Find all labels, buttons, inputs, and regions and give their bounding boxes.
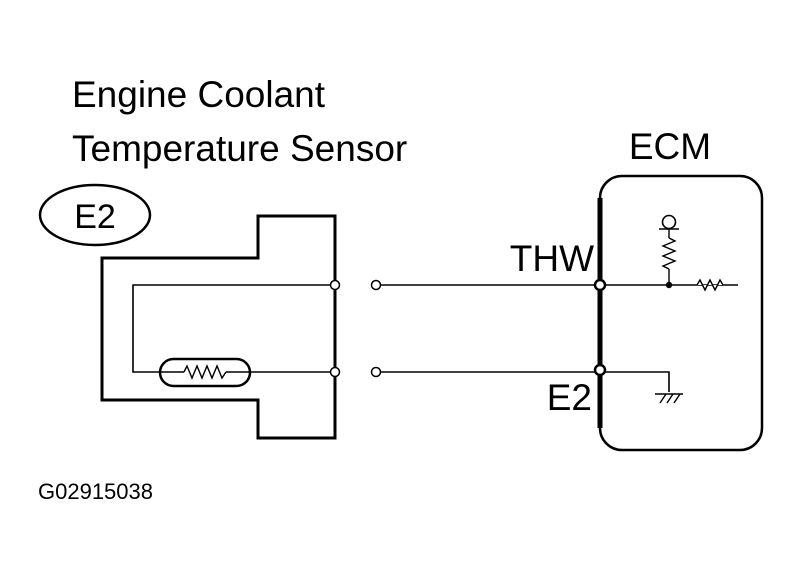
terminal-e2-label: E2 — [547, 377, 592, 418]
sensor-terminal-e2 — [329, 366, 341, 378]
ecm-terminal-thw — [593, 278, 607, 292]
sensor-body — [100, 214, 337, 440]
ecm-box — [598, 174, 764, 452]
sensor-title-line1: Engine Coolant — [72, 74, 326, 115]
ecm-terminal-e2 — [593, 363, 607, 377]
thermistor-resistor-icon — [183, 364, 227, 380]
ecm-label: ECM — [629, 126, 711, 167]
connector-code-label: E2 — [74, 198, 116, 236]
terminal-thw-label: THW — [510, 238, 594, 279]
ground-icon — [655, 393, 683, 404]
connector-code-badge — [38, 183, 152, 247]
harness-terminal-e2 — [370, 366, 382, 378]
supply-voltage-icon — [661, 214, 677, 230]
pullup-resistor-icon — [661, 237, 677, 270]
harness-terminal-thw — [370, 279, 382, 291]
sensor-terminal-thw — [329, 279, 341, 291]
ecm-internal-wire-e2 — [605, 371, 670, 392]
series-resistor-icon — [696, 278, 724, 292]
figure-id: G02915038 — [38, 479, 153, 504]
sensor-internal-wire-upper — [132, 284, 335, 373]
sensor-title-line2: Temperature Sensor — [72, 128, 407, 169]
